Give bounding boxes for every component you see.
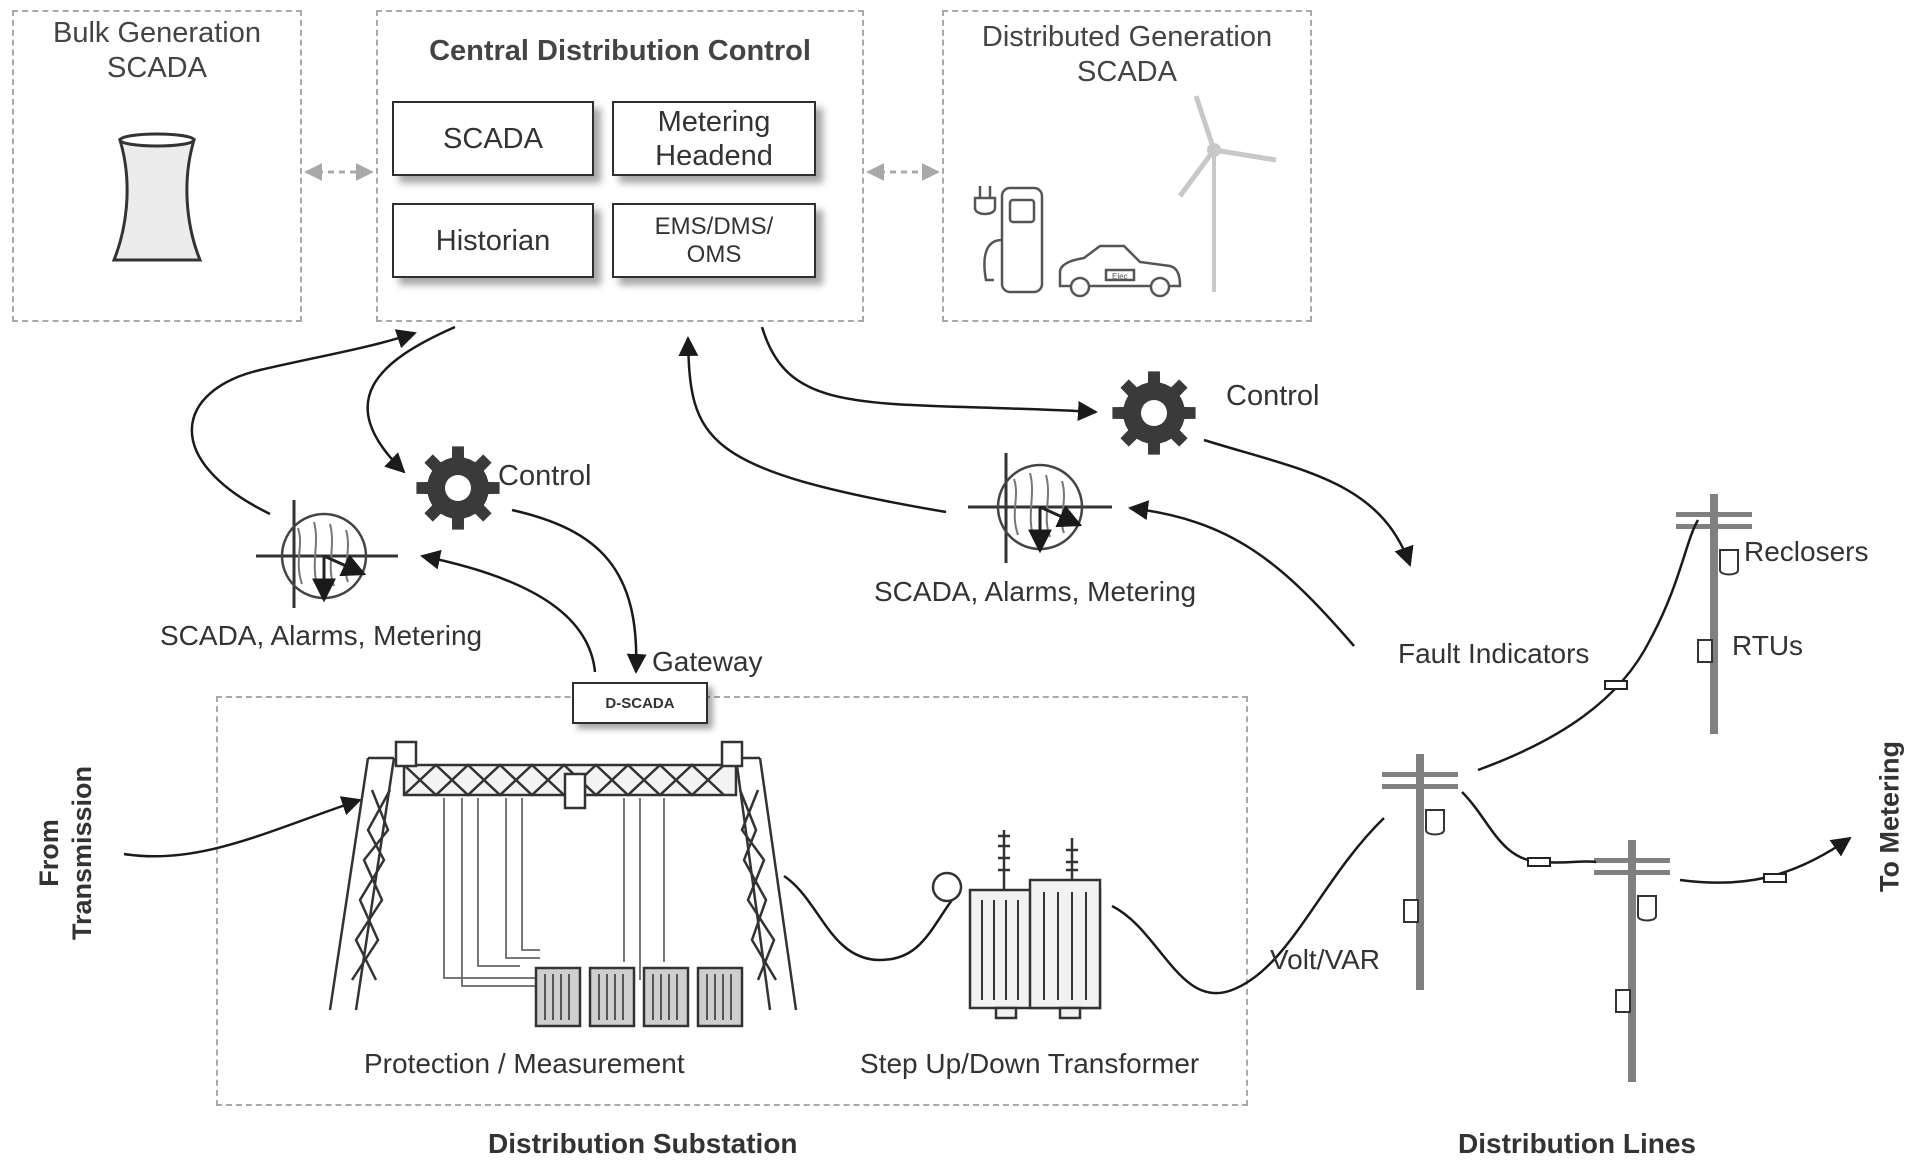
- metering-scope-icon-right: [968, 453, 1112, 563]
- electric-car-icon: Elec: [1058, 244, 1182, 298]
- ems-dms-oms-box: EMS/DMS/OMS: [612, 203, 816, 278]
- substation-wiring: [443, 798, 665, 987]
- gear-left-hole: [445, 475, 471, 501]
- distributed-generation-region: Distributed Generation SCADA: [942, 10, 1312, 322]
- scada-alarms-label-right: SCADA, Alarms, Metering: [874, 576, 1197, 607]
- wire-pole1-to-pole2: [1477, 519, 1700, 772]
- utility-pole-icon: [1676, 494, 1752, 734]
- arrow-control-to-fault-indicators: [1203, 438, 1414, 567]
- distribution-lines-title: Distribution Lines: [1458, 1128, 1696, 1159]
- arrow-from-transmission: [123, 796, 362, 858]
- central-control-title: Central Distribution Control: [429, 35, 811, 67]
- to-metering-label: To Metering: [1874, 741, 1905, 892]
- reclosers-label: Reclosers: [1744, 536, 1869, 567]
- fault-indicator-1: [1604, 680, 1628, 690]
- arrow-fault-indicators-to-scope: [1128, 500, 1355, 647]
- wind-turbine-icon: [1177, 95, 1277, 292]
- bulk-generation-title: Bulk Generation SCADA: [53, 17, 261, 84]
- control-label-left: Control: [498, 460, 592, 492]
- fault-indicators-label: Fault Indicators: [1398, 638, 1590, 669]
- from-transmission-label: From Transmission: [34, 765, 97, 941]
- volt-var-label: Volt/VAR: [1270, 944, 1380, 975]
- metering-scope-icon-left: [256, 500, 398, 608]
- fault-indicator-3: [1763, 873, 1787, 883]
- gateway-label: Gateway: [652, 646, 763, 677]
- utility-pole-icon: [1382, 754, 1458, 990]
- ev-plate-text: Elec: [1112, 272, 1128, 281]
- scada-alarms-label-left: SCADA, Alarms, Metering: [160, 620, 483, 651]
- distributed-generation-title: Distributed Generation SCADA: [981, 21, 1273, 88]
- arrow-central-to-control-right: [760, 326, 1098, 422]
- gear-right-hole: [1141, 400, 1167, 426]
- relay-cabinet: [642, 966, 690, 1028]
- arrow-scope-right-to-central: [678, 336, 947, 514]
- transformer-label: Step Up/Down Transformer: [860, 1048, 1200, 1079]
- fault-indicator-2: [1527, 857, 1551, 867]
- relay-cabinet: [696, 966, 744, 1028]
- line-substation-to-transformer: [783, 874, 954, 962]
- transformer-icon: [931, 830, 1102, 1020]
- relay-cabinet: [588, 966, 636, 1028]
- scada-box: SCADA: [392, 101, 594, 176]
- gear-icon-right: [1112, 371, 1196, 455]
- utility-pole-icon: [1594, 840, 1670, 1082]
- bulk-generation-region: Bulk Generation SCADA: [12, 10, 302, 322]
- protection-relays-icon: [534, 966, 744, 1028]
- wire-pole1-to-pole3: [1461, 791, 1597, 864]
- line-transformer-to-pole: [1111, 817, 1385, 995]
- relay-cabinet: [534, 966, 582, 1028]
- historian-box: Historian: [392, 203, 594, 278]
- distribution-poles: [1382, 494, 1752, 1082]
- distribution-substation-title: Distribution Substation: [488, 1128, 798, 1159]
- cooling-tower-icon: [111, 132, 203, 262]
- arrow-control-to-gateway: [511, 508, 647, 674]
- rtus-label: RTUs: [1732, 630, 1804, 661]
- protection-measurement-label: Protection / Measurement: [364, 1048, 685, 1079]
- central-control-region: Central Distribution Control: [376, 10, 864, 322]
- arrow-gateway-to-scope: [420, 549, 597, 673]
- gear-icon-left: [416, 446, 500, 530]
- control-label-right: Control: [1226, 380, 1320, 412]
- arrow-central-to-control-left: [366, 325, 456, 474]
- ev-charger-icon: [973, 186, 1044, 294]
- substation-gantry-icon: [328, 740, 798, 1011]
- d-scada-gateway-box: D-SCADA: [572, 682, 708, 724]
- distribution-substation-region: [216, 696, 1248, 1106]
- arrow-scope-to-central: [190, 329, 417, 516]
